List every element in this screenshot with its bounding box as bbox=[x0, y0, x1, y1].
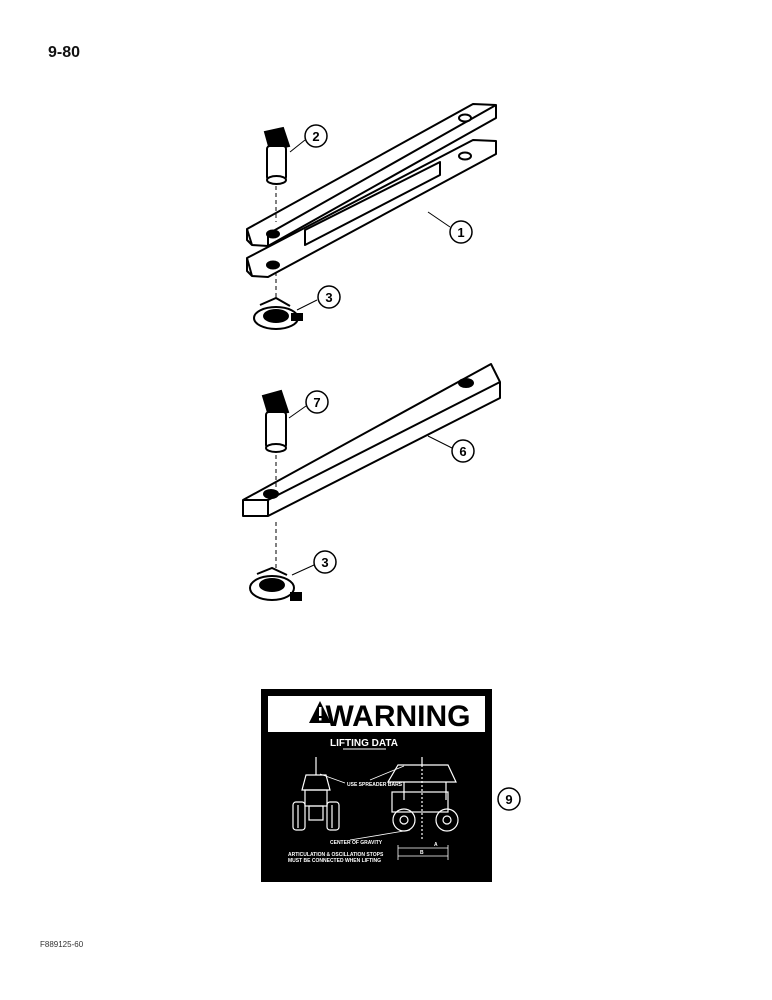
decal-title: WARNING bbox=[326, 700, 471, 733]
callout-3-upper: 3 bbox=[296, 285, 341, 311]
svg-text:1: 1 bbox=[457, 225, 464, 240]
tractor-front-view-icon bbox=[292, 757, 340, 831]
retainer-lower bbox=[249, 566, 302, 601]
decal-spreader-label: USE SPREADER BARS bbox=[347, 782, 403, 788]
link-spacer bbox=[304, 161, 441, 246]
callout-1: 1 bbox=[427, 211, 473, 244]
pin-lower bbox=[261, 389, 290, 568]
callout-2: 2 bbox=[289, 124, 328, 153]
decal-dimension-b: B bbox=[420, 850, 424, 856]
svg-text:6: 6 bbox=[459, 444, 466, 459]
warning-triangle-icon bbox=[309, 701, 331, 723]
double-link-assembly bbox=[246, 103, 497, 278]
callout-9: 9 bbox=[497, 787, 521, 811]
svg-text:7: 7 bbox=[313, 395, 320, 410]
decal-gravity-label: CENTER OF GRAVITY bbox=[330, 840, 383, 846]
svg-text:9: 9 bbox=[505, 792, 512, 807]
decal-dimension-a: A bbox=[434, 842, 438, 848]
upper-link-plate bbox=[246, 103, 497, 247]
svg-text:3: 3 bbox=[325, 290, 332, 305]
decal-subtitle: LIFTING DATA bbox=[330, 738, 398, 749]
retainer-upper bbox=[253, 296, 303, 330]
pin-upper bbox=[263, 126, 291, 300]
figure-code: F889125-60 bbox=[40, 940, 84, 949]
callout-3-lower: 3 bbox=[291, 550, 337, 576]
page-number: 9-80 bbox=[48, 44, 81, 61]
decal-articulation-label: ARTICULATION & OSCILLATION STOPS MUST BE… bbox=[288, 852, 384, 864]
warning-decal: WARNING LIFTING DATA bbox=[261, 689, 492, 882]
single-link bbox=[242, 363, 501, 517]
svg-text:3: 3 bbox=[321, 555, 328, 570]
callout-6: 6 bbox=[427, 435, 475, 463]
svg-text:2: 2 bbox=[312, 129, 319, 144]
callout-7: 7 bbox=[288, 390, 329, 419]
